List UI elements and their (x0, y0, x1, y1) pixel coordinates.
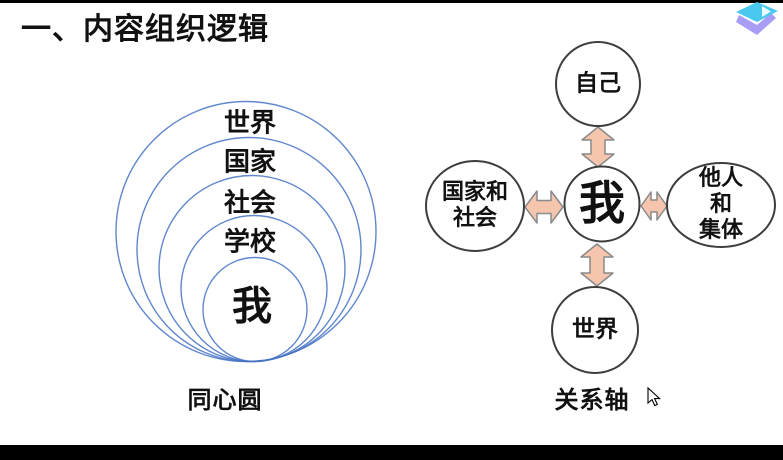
node-label-self: 自己 (575, 70, 621, 97)
concentric-circles (115, 100, 377, 363)
logo-box-lid (736, 2, 778, 22)
ring-label-country: 国家 (223, 147, 277, 178)
mouse-cursor-icon (647, 386, 662, 407)
arrow-right-icon (640, 191, 668, 221)
logo-play-icon (762, 6, 771, 17)
ring-circle-me (202, 256, 308, 363)
axis-caption: 关系轴 (554, 385, 630, 414)
letterbox-bottom (0, 445, 783, 460)
ring-label-me: 我 (232, 283, 272, 330)
concentric-caption: 同心圆 (187, 385, 263, 414)
play-box-logo-icon (736, 2, 778, 35)
slide-title: 一、内容组织逻辑 (21, 12, 269, 47)
ring-label-school: 学校 (223, 227, 277, 258)
node-label-country-society: 国家和 社会 (441, 180, 509, 231)
node-label-me: 我 (579, 175, 625, 230)
letterbox-top (0, 0, 783, 3)
logo-box-bottom (736, 13, 776, 35)
axis-circles (425, 41, 776, 374)
node-circle-me (563, 165, 641, 243)
ring-label-world: 世界 (223, 108, 277, 139)
node-circle-self (555, 41, 641, 127)
node-label-others-collective: 他人和 集体 (698, 166, 743, 243)
ring-label-society: 社会 (223, 188, 277, 219)
node-circle-others-collective (666, 162, 776, 248)
node-label-world: 世界 (572, 316, 618, 343)
arrow-top-icon (581, 126, 615, 168)
arrow-left-icon (524, 190, 564, 224)
arrow-bottom-icon (580, 243, 614, 287)
node-circle-world (551, 286, 639, 374)
node-circle-country-society (425, 160, 525, 252)
